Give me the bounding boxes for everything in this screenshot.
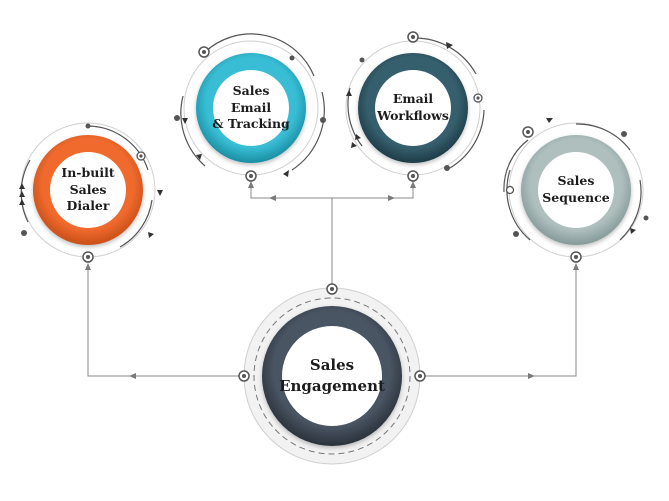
node-center — [238, 283, 426, 465]
workflows-node-label: Email Workflows — [377, 91, 449, 123]
sequence-node-label: Sales Sequence — [542, 173, 610, 205]
node-email-tracking — [174, 33, 326, 182]
connector-email-tracking — [248, 181, 332, 199]
node-dialer — [19, 122, 163, 263]
node-sequence — [503, 118, 649, 263]
dialer-node-label: In-built Sales Dialer — [61, 164, 115, 214]
connector-workflows — [332, 181, 416, 199]
connector-dialer — [85, 263, 244, 377]
node-workflows — [345, 31, 485, 182]
center-node-label: Sales Engagement — [279, 356, 385, 395]
connector-lines — [85, 181, 579, 379]
email-tracking-node-label: Sales Email & Tracking — [212, 82, 290, 132]
connector-sequence — [420, 263, 579, 377]
